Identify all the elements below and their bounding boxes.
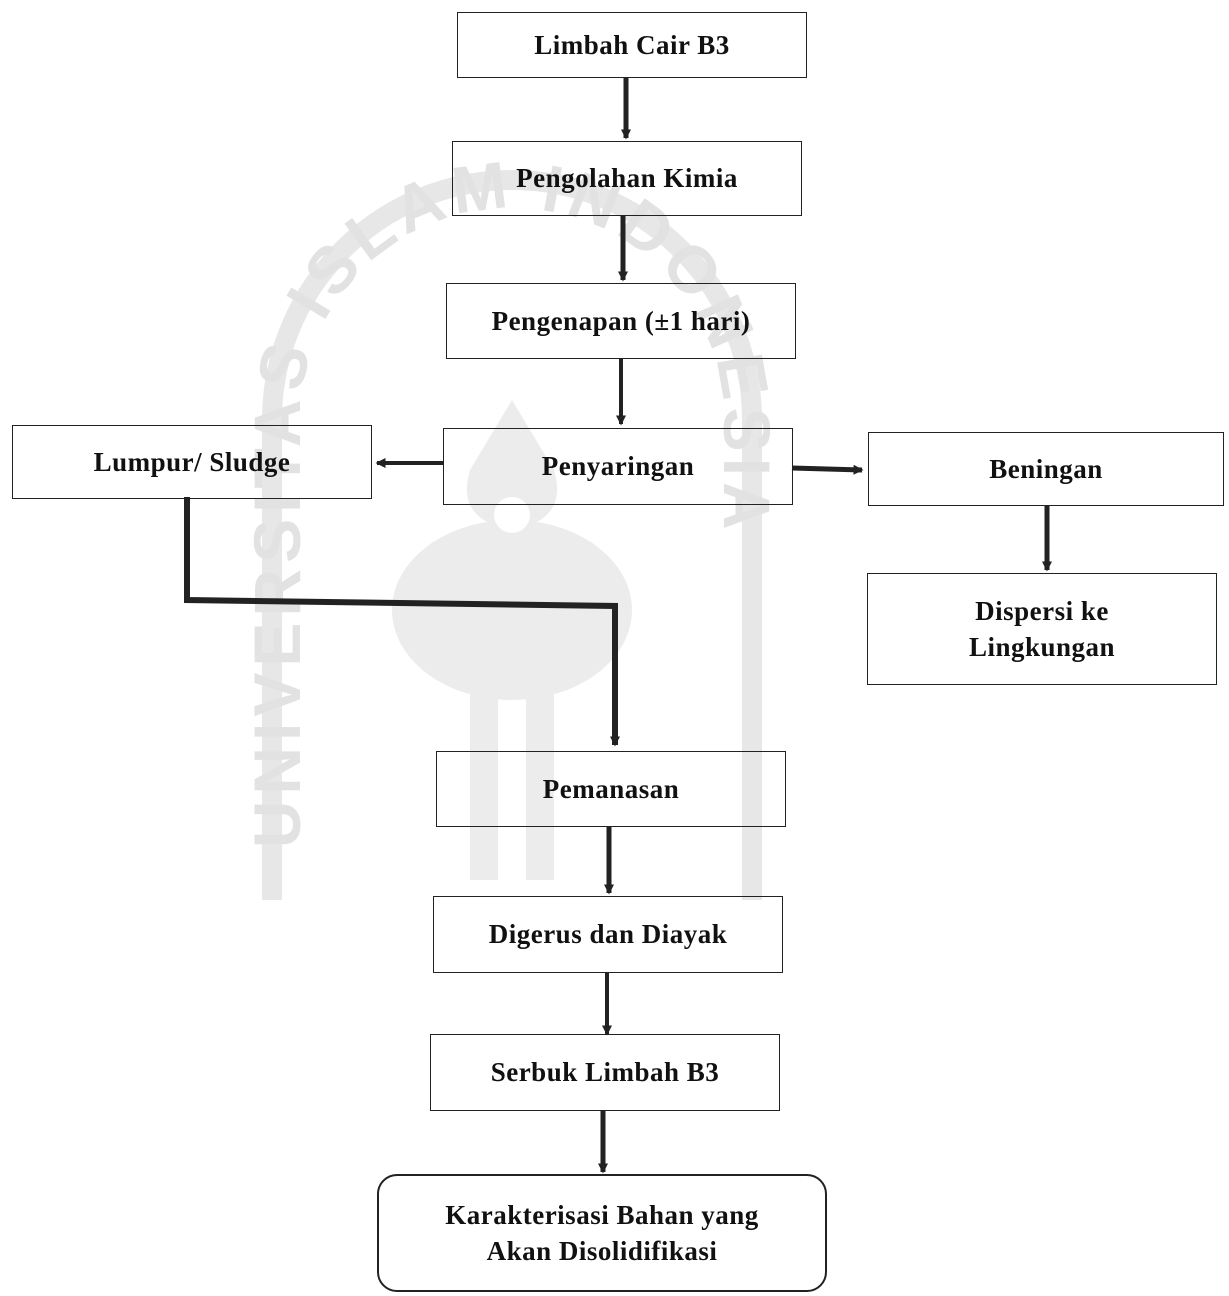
node-pengolahan-kimia: Pengolahan Kimia xyxy=(452,141,802,216)
node-dispersi-line1: Dispersi ke xyxy=(975,595,1109,626)
arrow-penyaringan-to-beningan xyxy=(791,464,864,475)
node-pemanasan: Pemanasan xyxy=(436,751,786,827)
node-dispersi-lingkungan: Dispersi ke Lingkungan xyxy=(867,573,1217,685)
node-digerus-diayak: Digerus dan Diayak xyxy=(433,896,783,973)
node-pemanasan-label: Pemanasan xyxy=(542,773,680,804)
node-beningan-label: Beningan xyxy=(989,453,1103,484)
node-karakterisasi-line2: Akan Disolidifikasi xyxy=(486,1236,718,1266)
node-limbah-cair-label: Limbah Cair B3 xyxy=(534,29,730,60)
node-serbuk-limbah: Serbuk Limbah B3 xyxy=(430,1034,780,1111)
node-pengolahan-kimia-label: Pengolahan Kimia xyxy=(516,163,738,194)
node-penyaringan: Penyaringan xyxy=(443,428,793,505)
node-pengenapan-label: Pengenapan (±1 hari) xyxy=(491,305,751,336)
node-pengenapan: Pengenapan (±1 hari) xyxy=(446,283,796,359)
node-karakterisasi-line1: Karakterisasi Bahan yang xyxy=(445,1199,759,1230)
node-serbuk-limbah-label: Serbuk Limbah B3 xyxy=(490,1057,720,1088)
node-lumpur-sludge: Lumpur/ Sludge xyxy=(12,425,372,499)
node-lumpur-sludge-label: Lumpur/ Sludge xyxy=(93,446,291,477)
node-digerus-diayak-label: Digerus dan Diayak xyxy=(488,919,728,950)
node-penyaringan-label: Penyaringan xyxy=(541,451,695,482)
node-beningan: Beningan xyxy=(868,432,1224,506)
node-limbah-cair: Limbah Cair B3 xyxy=(457,12,807,78)
node-dispersi-line2: Lingkungan xyxy=(968,632,1116,662)
node-karakterisasi: Karakterisasi Bahan yang Akan Disolidifi… xyxy=(377,1174,827,1292)
arrow-lumpur-to-pemanasan xyxy=(184,497,620,747)
